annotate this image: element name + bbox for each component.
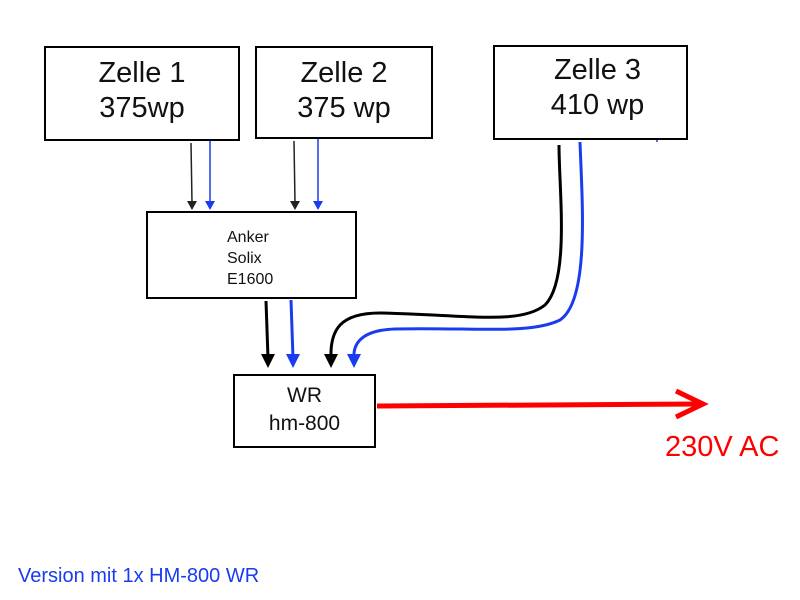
wire-zelle2-negative <box>290 140 300 210</box>
panel-power: 375 wp <box>297 92 391 124</box>
panel-name: Zelle 3 <box>553 54 642 86</box>
inverter-label: WR <box>287 384 322 407</box>
panel-power: 410 wp <box>550 89 645 121</box>
ac-output-arrow <box>376 388 709 420</box>
wire-zelle3-positive <box>347 141 584 368</box>
panel-power: 375wp <box>99 92 185 124</box>
solar-panel-zelle-3: Zelle 3 410 wp <box>493 45 688 140</box>
battery-series: Solix <box>227 250 262 267</box>
ac-output-label: 230V AC <box>665 431 780 463</box>
wire-anker-positive <box>286 299 300 368</box>
battery-brand: Anker <box>227 229 269 246</box>
inverter-hm-800: WR hm-800 <box>233 374 376 448</box>
panel-name: Zelle 1 <box>98 57 186 89</box>
wire-zelle3-negative <box>324 144 563 368</box>
wire-zelle1-positive <box>205 138 215 210</box>
diagram-caption: Version mit 1x HM-800 WR <box>18 565 260 587</box>
battery-model: E1600 <box>227 271 274 288</box>
panel-name: Zelle 2 <box>300 57 388 89</box>
wire-anker-negative <box>261 300 275 368</box>
inverter-model: hm-800 <box>268 412 341 435</box>
solar-panel-zelle-2: Zelle 2 375 wp <box>255 46 433 139</box>
battery-anker-solix: Anker Solix E1600 <box>146 211 357 299</box>
solar-panel-zelle-1: Zelle 1 375wp <box>44 46 240 141</box>
wire-zelle1-negative <box>187 142 197 210</box>
wire-zelle2-positive <box>313 139 323 210</box>
